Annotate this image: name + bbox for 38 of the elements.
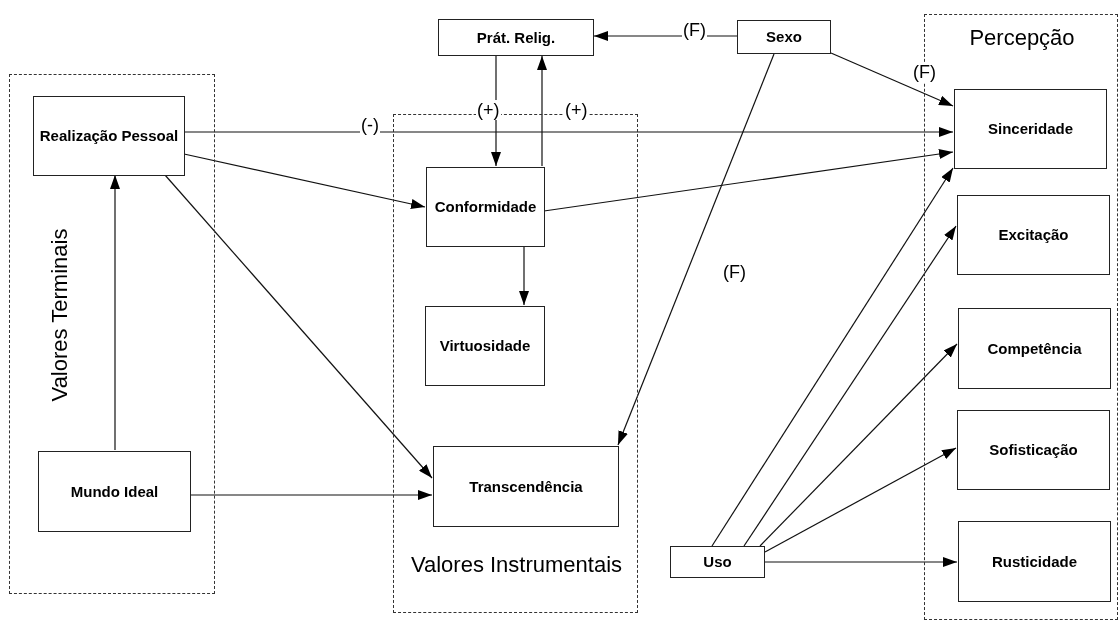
concept-box: Sexo: [737, 20, 831, 54]
concept-box: Transcendência: [433, 446, 619, 527]
arrow: [519, 245, 529, 306]
group-title: Valores Terminais: [46, 227, 73, 404]
dashed-group-frame: [9, 74, 215, 594]
concept-box: Virtuosidade: [425, 306, 545, 386]
edge-label: (F): [912, 62, 937, 82]
arrow: [743, 225, 957, 547]
arrow: [617, 53, 775, 446]
arrow: [189, 490, 433, 500]
concept-box: Sinceridade: [954, 89, 1107, 169]
arrow: [830, 52, 954, 107]
concept-box: Realização Pessoal: [33, 96, 185, 176]
concept-box: Sofisticação: [957, 410, 1110, 490]
group-title: Percepção: [968, 24, 1076, 52]
edge-label: (-): [360, 115, 380, 135]
concept-box: Excitação: [957, 195, 1110, 275]
edge-label: (+): [564, 100, 589, 120]
arrow: [183, 127, 954, 137]
concept-box: Conformidade: [426, 167, 545, 247]
edge-label: (F): [682, 20, 707, 40]
arrow: [764, 447, 957, 553]
arrow: [711, 167, 954, 547]
edge-label: (+): [476, 100, 501, 120]
concept-box: Competência: [958, 308, 1111, 389]
arrow: [537, 55, 547, 167]
arrow: [164, 174, 433, 479]
arrow: [759, 343, 958, 547]
group-title: Valores Instrumentais: [409, 551, 624, 579]
edge-label: (F): [722, 262, 747, 282]
arrow: [543, 149, 954, 212]
concept-box: Prát. Relig.: [438, 19, 594, 56]
concept-box: Mundo Ideal: [38, 451, 191, 532]
arrow: [110, 174, 120, 451]
concept-box: Rusticidade: [958, 521, 1111, 602]
concept-box: Uso: [670, 546, 765, 578]
arrow: [764, 557, 958, 567]
arrow: [183, 153, 426, 209]
